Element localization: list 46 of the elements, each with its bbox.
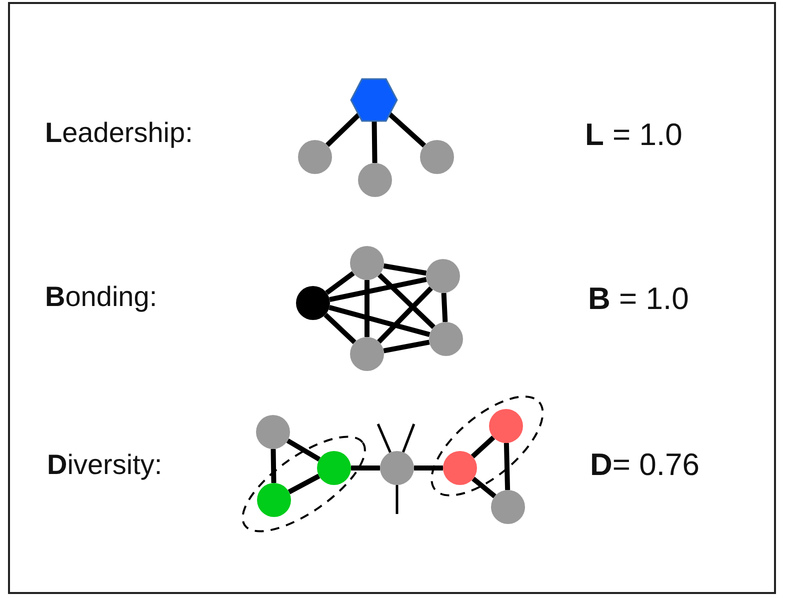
circle-node — [256, 483, 291, 517]
circle-node — [429, 322, 463, 356]
circle-node — [298, 140, 332, 174]
connector-line — [270, 448, 276, 484]
metric-value: B = 1.0 — [588, 281, 689, 317]
connector-line — [470, 436, 496, 458]
metric-name: Bonding: — [45, 281, 158, 313]
connector-line — [288, 474, 320, 494]
connector-line — [364, 280, 370, 337]
metric-name: Leadership: — [45, 117, 193, 149]
connector-line — [396, 485, 398, 514]
circle-node — [350, 246, 384, 280]
circle-node — [442, 451, 477, 485]
circle-node — [316, 451, 351, 485]
connector-line — [441, 292, 448, 322]
connector-line — [472, 476, 496, 498]
connector-line — [329, 277, 427, 302]
connector-line — [328, 305, 430, 337]
circle-node — [491, 490, 525, 524]
circle-node — [256, 415, 290, 449]
connector-line — [376, 424, 392, 453]
connector-line — [372, 120, 378, 164]
circle-node — [296, 286, 330, 320]
circle-node — [488, 409, 523, 443]
metric-value: L = 1.0 — [585, 117, 682, 153]
connector-line — [414, 466, 443, 470]
circle-node — [426, 259, 460, 293]
connector-line — [383, 340, 430, 354]
connector-line — [325, 112, 362, 147]
connector-line — [402, 424, 416, 453]
connector-line — [351, 466, 380, 470]
connector-line — [325, 271, 355, 295]
connector-line — [378, 272, 436, 330]
connector-line — [377, 286, 433, 344]
circle-node — [420, 140, 454, 174]
connector-line — [324, 312, 356, 344]
connector-line — [504, 442, 510, 490]
connector-line — [383, 263, 427, 276]
connector-line — [286, 438, 321, 462]
metric-value: D= 0.76 — [590, 447, 700, 483]
circle-node — [350, 337, 384, 371]
circle-node — [380, 451, 414, 485]
circle-node — [358, 163, 392, 197]
connector-line — [387, 112, 426, 148]
metric-name: Diversity: — [47, 449, 162, 481]
hexagon-node — [350, 76, 398, 124]
